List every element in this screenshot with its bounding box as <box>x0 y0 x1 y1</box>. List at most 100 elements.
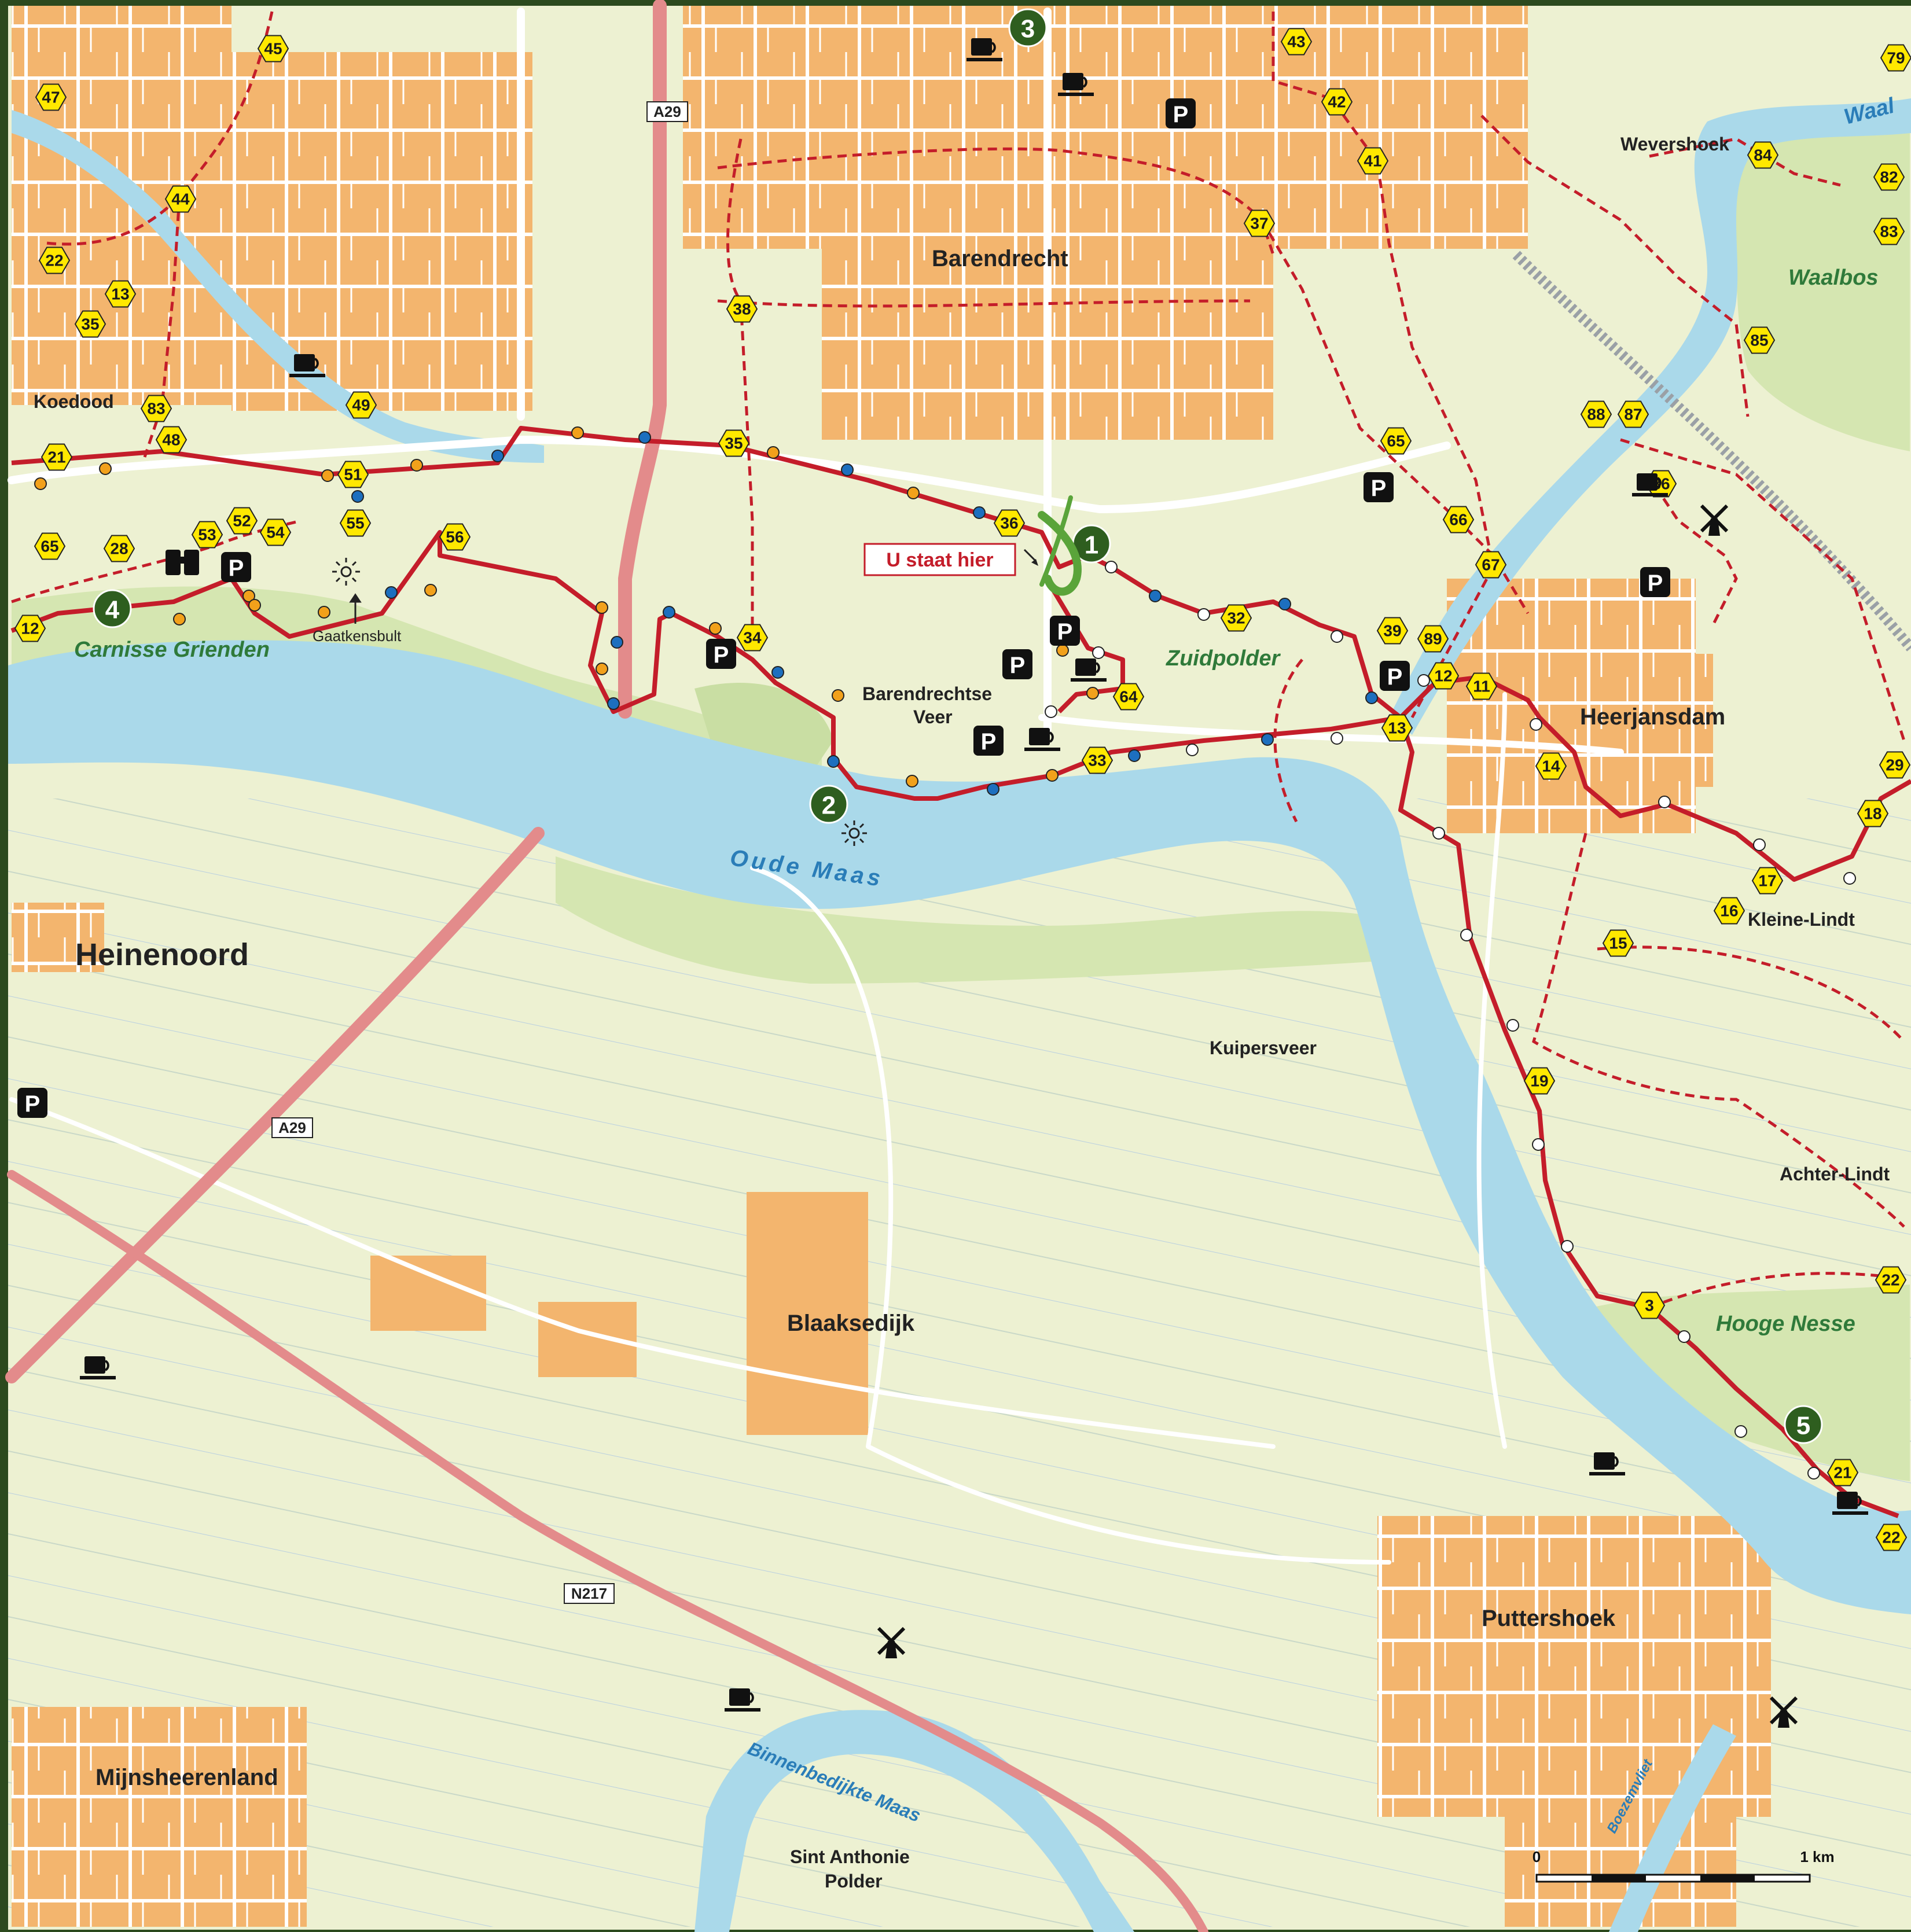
route-dot <box>1417 674 1430 687</box>
junction-number: 13 <box>1388 719 1406 737</box>
junction-marker-13: 13 <box>1381 714 1413 742</box>
built-up-areas <box>12 6 1771 1927</box>
junction-number: 41 <box>1364 152 1381 170</box>
junction-marker-19: 19 <box>1523 1067 1556 1095</box>
route-dot <box>1460 929 1473 941</box>
cafe-icon <box>1024 728 1060 751</box>
route-dot <box>596 601 608 614</box>
junction-marker-3: 3 <box>1633 1291 1666 1319</box>
route-dot <box>832 689 844 702</box>
road-label-a29-south: A29 <box>271 1117 313 1138</box>
junction-marker-87: 87 <box>1617 400 1649 428</box>
route-dot <box>1807 1467 1820 1480</box>
junction-number: 42 <box>1328 93 1346 111</box>
label-carnisse-grienden: Carnisse Grienden <box>74 638 270 662</box>
route-dot <box>1753 838 1766 851</box>
scale-label-km: 1 km <box>1800 1848 1834 1865</box>
junction-marker-65: 65 <box>34 532 66 560</box>
junction-number: 47 <box>42 89 60 106</box>
junction-marker-64: 64 <box>1112 683 1145 711</box>
junction-marker-22: 22 <box>38 246 71 274</box>
label-hooge-nesse: Hooge Nesse <box>1716 1312 1855 1336</box>
route-dot <box>424 584 437 597</box>
route-dot <box>1186 744 1199 756</box>
svg-text:P: P <box>1371 476 1387 501</box>
route-dot <box>571 426 584 439</box>
route-dot <box>1432 827 1445 840</box>
junction-number: 85 <box>1750 332 1768 349</box>
junction-number: 21 <box>1833 1464 1851 1482</box>
scale-label-zero: 0 <box>1533 1848 1541 1865</box>
junction-marker-21: 21 <box>1827 1459 1859 1486</box>
route-dot <box>321 469 334 482</box>
label-heinenoord: Heinenoord <box>75 937 249 972</box>
junction-marker-85: 85 <box>1743 326 1776 354</box>
poi-marker-2[interactable]: 2 <box>809 785 848 824</box>
windmill-icon <box>877 1626 906 1658</box>
you-are-here-marker[interactable]: U staat hier <box>863 495 1082 596</box>
route-dot <box>906 775 918 787</box>
poi-marker-4[interactable]: 4 <box>93 589 132 628</box>
route-dot <box>1506 1019 1519 1032</box>
cafe-icon <box>1632 473 1668 496</box>
route-dot <box>1105 561 1118 573</box>
route-dot <box>1734 1425 1747 1438</box>
svg-text:A29: A29 <box>653 103 681 120</box>
route-dot <box>611 636 623 649</box>
junction-number: 15 <box>1609 934 1627 952</box>
motorways <box>5 0 1208 1932</box>
junction-marker-38: 38 <box>726 295 758 323</box>
route-dot <box>1561 1240 1574 1253</box>
junction-number: 53 <box>198 526 216 544</box>
parking-icon: P <box>706 639 736 669</box>
junction-marker-12: 12 <box>14 614 46 642</box>
poi-marker-5[interactable]: 5 <box>1784 1405 1823 1444</box>
label-kuipersveer: Kuipersveer <box>1210 1037 1317 1058</box>
route-dot <box>607 697 620 710</box>
junction-number: 83 <box>147 400 165 418</box>
junction-marker-29: 29 <box>1879 751 1911 779</box>
cafe-icon <box>1071 658 1107 682</box>
junction-number: 48 <box>162 431 180 449</box>
route-dot <box>596 663 608 675</box>
route-dot <box>1149 590 1162 602</box>
junction-marker-67: 67 <box>1475 551 1507 579</box>
route-dot <box>1278 598 1291 610</box>
poi-number: 5 <box>1796 1412 1810 1440</box>
svg-text:P: P <box>229 555 244 581</box>
route-dot <box>1365 691 1378 704</box>
junction-marker-82: 82 <box>1873 163 1905 191</box>
junction-number: 35 <box>725 435 743 452</box>
junction-number: 11 <box>1473 678 1490 695</box>
junction-marker-11: 11 <box>1465 672 1498 700</box>
windmill-icon <box>1700 504 1729 536</box>
route-dot <box>827 755 840 768</box>
poi-marker-3[interactable]: 3 <box>1008 8 1048 47</box>
svg-text:A29: A29 <box>278 1119 306 1136</box>
junction-marker-43: 43 <box>1280 28 1313 56</box>
viewpoint-icon-oude-maas <box>841 820 867 846</box>
poi-number: 2 <box>822 792 836 820</box>
svg-text:P: P <box>981 729 997 755</box>
junction-number: 87 <box>1624 406 1642 424</box>
parking-icon: P <box>1380 661 1410 691</box>
cafe-icon <box>1832 1492 1868 1515</box>
junction-number: 51 <box>344 466 362 484</box>
junction-marker-48: 48 <box>155 426 188 454</box>
junction-marker-53: 53 <box>191 521 223 549</box>
junction-marker-39: 39 <box>1376 617 1409 645</box>
junction-number: 43 <box>1287 33 1305 51</box>
route-dot <box>1658 796 1671 808</box>
route-dot <box>1092 646 1105 659</box>
junction-marker-66: 66 <box>1442 506 1475 533</box>
junction-marker-51: 51 <box>337 461 369 488</box>
junction-number: 83 <box>1880 223 1898 241</box>
area-labels: Zuidpolder Waalbos Carnisse Grienden Hoo… <box>74 266 1879 1336</box>
junction-number: 33 <box>1088 752 1106 770</box>
junction-marker-65: 65 <box>1380 427 1412 455</box>
route-dot <box>987 783 999 796</box>
junction-marker-16: 16 <box>1713 897 1745 925</box>
viewpoint-icon <box>332 558 362 624</box>
junction-number: 64 <box>1119 688 1138 706</box>
